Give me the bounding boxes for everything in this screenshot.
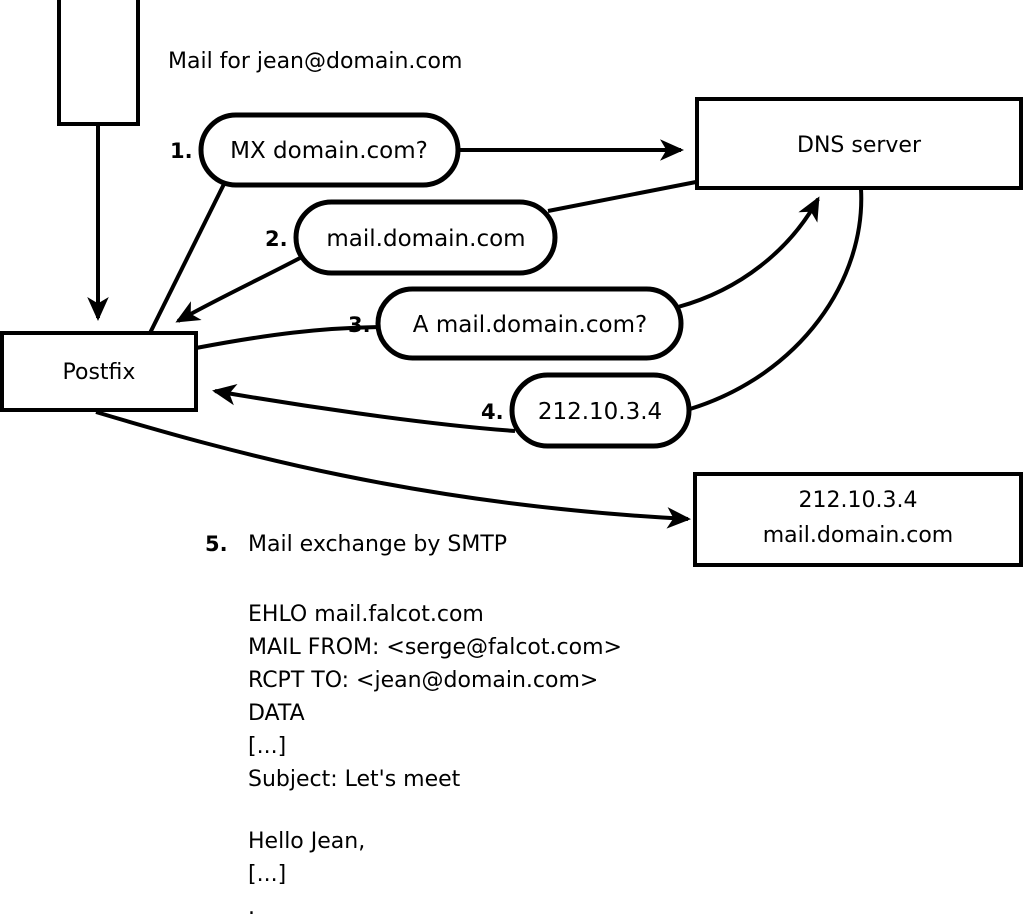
connector-step3-to-dns [677,196,820,309]
connector-postfix-to-remote [95,410,691,529]
node-remote-mailserver-host: mail.domain.com [763,523,954,548]
bubble-step-4-label: 212.10.3.4 [538,399,662,425]
node-remote-mailserver[interactable]: 212.10.3.4 mail.domain.com [693,472,1023,567]
smtp-line-4: [...] [248,734,286,759]
connector-step1-tail [148,183,226,334]
bubble-step-1-label: MX domain.com? [230,138,428,164]
connector-dns-to-step2 [547,180,697,213]
node-sender-host[interactable] [57,0,140,126]
node-postfix[interactable]: Postfix [0,331,198,412]
node-postfix-label: Postfix [63,360,136,385]
connector-step2-to-postfix [175,256,301,323]
node-dns-server-label: DNS server [797,133,922,158]
smtp-line-2: RCPT TO: <jean@domain.com> [248,668,598,693]
step-5-label: Mail exchange by SMTP [248,532,507,557]
connector-step4-to-postfix [212,383,516,433]
smtp-line-7: Hello Jean, [248,829,365,854]
step-number-5: 5. [205,532,228,556]
bubble-step-1[interactable]: MX domain.com? [198,112,461,188]
node-remote-mailserver-ip: 212.10.3.4 [799,488,918,513]
smtp-transcript: EHLO mail.falcot.com MAIL FROM: <serge@f… [248,602,622,919]
step-number-4: 4. [481,400,504,424]
smtp-line-5: Subject: Let's meet [248,767,461,792]
step-number-3: 3. [348,313,371,337]
node-dns-server[interactable]: DNS server [695,97,1023,190]
connector-dns-to-step4 [689,188,864,411]
step-number-1: 1. [170,139,193,163]
smtp-line-3: DATA [248,701,305,726]
bubble-step-2-label: mail.domain.com [326,226,525,252]
bubble-step-3[interactable]: A mail.domain.com? [375,286,684,361]
smtp-line-1: MAIL FROM: <serge@falcot.com> [248,635,622,660]
bubble-step-4[interactable]: 212.10.3.4 [509,372,692,449]
bubble-step-2[interactable]: mail.domain.com [293,199,558,276]
connector-postfix-to-step3 [195,325,381,350]
smtp-line-9: . [248,895,255,919]
step-number-2: 2. [265,227,288,251]
smtp-line-8: [...] [248,862,286,887]
smtp-line-0: EHLO mail.falcot.com [248,602,484,627]
caption-mail-for: Mail for jean@domain.com [168,49,462,74]
bubble-step-3-label: A mail.domain.com? [413,312,647,338]
